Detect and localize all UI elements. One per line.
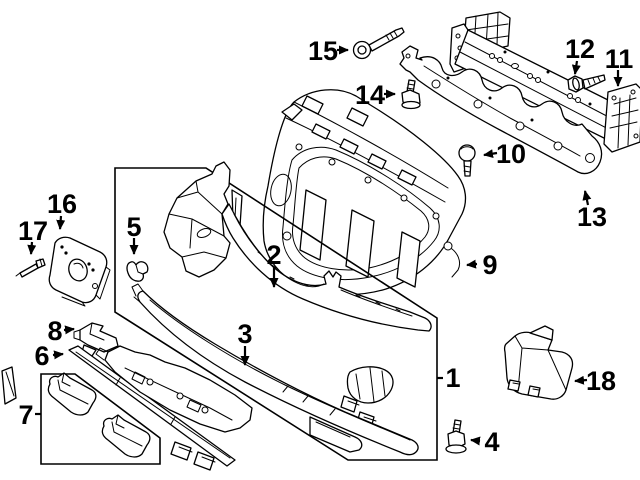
edge-fragment-part [1, 366, 17, 405]
callout-15-label: 15 [308, 36, 338, 66]
callout-16: 16 [47, 189, 77, 230]
callout-13-arrow [582, 190, 592, 206]
callout-16-arrow [56, 215, 66, 230]
impact-bar-bracket-part [399, 45, 603, 175]
tow-hook-bolt-part [352, 27, 405, 60]
callout-8: 8 [47, 316, 75, 346]
callout-12-label: 12 [565, 34, 595, 64]
grille-molding-part [68, 345, 236, 467]
callout-6: 6 [34, 341, 64, 371]
bolt-4-part [445, 419, 467, 454]
callout-11: 11 [605, 44, 634, 87]
front-spoiler-part [131, 283, 419, 456]
callout-10-label: 10 [496, 139, 526, 169]
lower-grille-assembly-part [95, 345, 253, 471]
callout-18-label: 18 [586, 366, 616, 396]
callout-12: 12 [565, 34, 595, 75]
callout-6-arrow [52, 350, 64, 360]
callout-4: 4 [470, 427, 500, 457]
callout-6-label: 6 [34, 341, 49, 371]
callout-12-arrow [571, 60, 581, 75]
callout-2-label: 2 [266, 240, 281, 270]
radiator-support-part [262, 89, 467, 296]
callout-14-label: 14 [355, 80, 385, 110]
callout-4-label: 4 [484, 427, 499, 457]
callout-2: 2 [266, 240, 282, 288]
callout-8-arrow [63, 325, 75, 335]
deflector-group-box [40, 373, 161, 465]
callout-9-arrow [466, 259, 478, 269]
callout-15: 15 [308, 36, 349, 66]
bolt-10-part [458, 144, 476, 177]
deflector-a-part [47, 372, 97, 416]
callout-8-label: 8 [47, 316, 62, 346]
callout-9-label: 9 [482, 250, 497, 280]
callout-13: 13 [577, 190, 607, 232]
callout-18: 18 [574, 366, 616, 396]
callout-7-label: 7 [18, 400, 33, 430]
license-bracket-part [48, 236, 111, 307]
callout-17-arrow [27, 241, 37, 255]
callout-3-label: 3 [237, 319, 252, 349]
bolt-14-part [401, 79, 421, 110]
callout-1-label: 1 [445, 363, 460, 393]
callout-11-label: 11 [605, 44, 634, 74]
callout-7: 7 [18, 400, 41, 430]
screw-12-part [567, 74, 606, 93]
air-duct-part [503, 325, 574, 400]
callout-17-label: 17 [18, 216, 48, 246]
callout-5: 5 [126, 212, 142, 255]
license-screw-part [15, 258, 46, 278]
callout-14: 14 [355, 80, 396, 110]
callout-17: 17 [18, 216, 48, 255]
callout-1: 1 [437, 363, 461, 393]
callout-3: 3 [237, 319, 253, 366]
callout-10-arrow [483, 149, 498, 159]
clip-part [126, 261, 149, 282]
callout-18-arrow [574, 375, 588, 385]
deflector-b-part [101, 414, 151, 458]
bumper-cover-part [163, 161, 432, 429]
callout-10: 10 [483, 139, 526, 169]
callout-16-label: 16 [47, 189, 77, 219]
impact-bar-part [449, 11, 640, 153]
callout-4-arrow [470, 436, 481, 446]
callout-9: 9 [466, 250, 498, 280]
bumper-group-box [114, 167, 438, 461]
callout-13-label: 13 [577, 202, 607, 232]
callout-5-label: 5 [126, 212, 141, 242]
